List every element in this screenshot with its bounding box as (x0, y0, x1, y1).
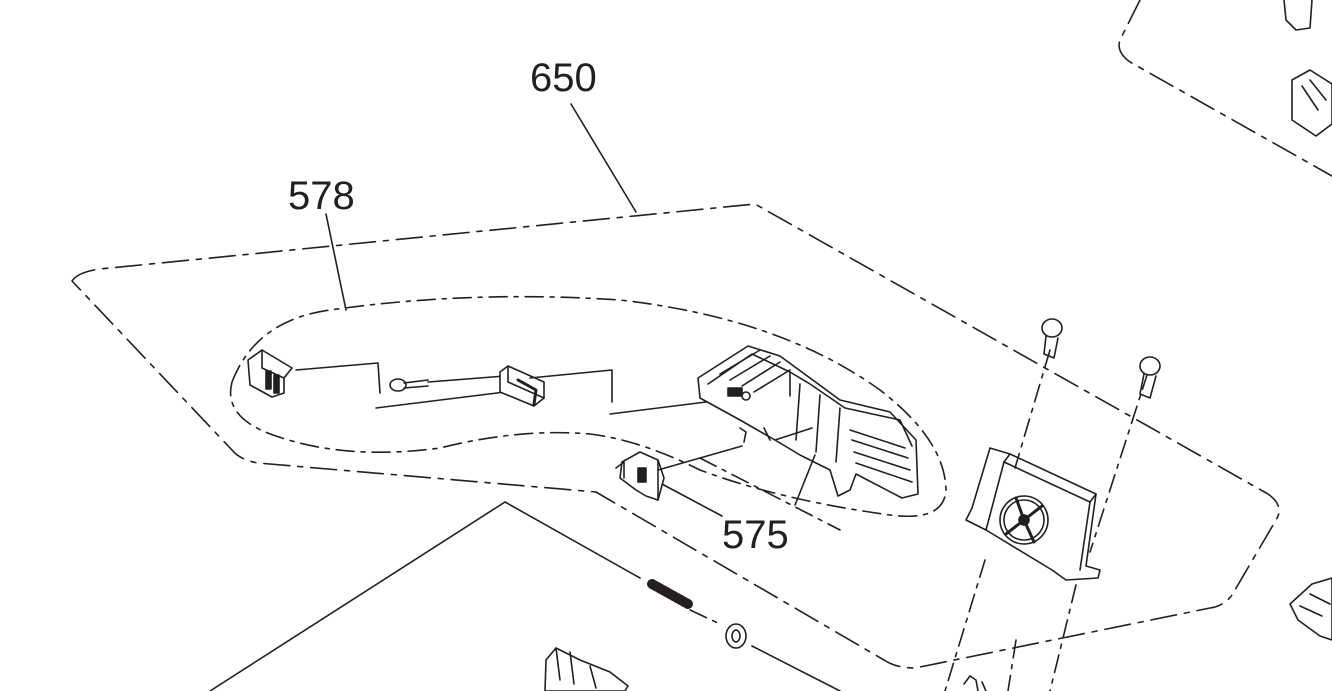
lower-boundary (504, 501, 641, 579)
callout-650: 650 (530, 56, 597, 100)
top-right-part (1283, 0, 1332, 137)
bottom-connector-part (963, 675, 987, 691)
bottom-part (544, 647, 629, 691)
part-575 (615, 451, 665, 501)
callout-575: 575 (722, 513, 789, 557)
guide-line (944, 559, 986, 691)
guide-line (1014, 349, 1051, 469)
guide-line (657, 445, 743, 471)
leader-650 (570, 103, 637, 213)
right-edge-part (1289, 577, 1332, 641)
guide-line (774, 427, 813, 441)
guide-line (1007, 639, 1017, 691)
clip-part (247, 349, 293, 398)
leader-575 (659, 482, 723, 517)
guide-line (751, 645, 841, 691)
callout-578: 578 (288, 174, 355, 218)
guide-line (427, 375, 506, 383)
assembly-650-boundary (71, 203, 1280, 669)
lower-boundary (209, 501, 506, 691)
guide-line (794, 454, 816, 506)
leader-578 (325, 213, 347, 311)
top-right-boundary (1118, 0, 1332, 177)
lever-assembly-part (697, 345, 919, 499)
guide-line (1049, 584, 1077, 691)
fan-unit-part (965, 447, 1101, 581)
guide-line (375, 391, 506, 409)
assembly-578-boundary (229, 295, 947, 517)
bracket-part (499, 365, 545, 407)
guide-line (699, 457, 841, 531)
guide-line (529, 369, 613, 403)
spring-part (647, 579, 693, 609)
screw-part (1041, 318, 1063, 359)
screw-part (389, 378, 429, 392)
guide-line (295, 362, 381, 394)
screw-part (1139, 356, 1161, 399)
guide-line (689, 609, 721, 625)
washer-part (725, 623, 747, 649)
guide-line (1089, 371, 1149, 553)
